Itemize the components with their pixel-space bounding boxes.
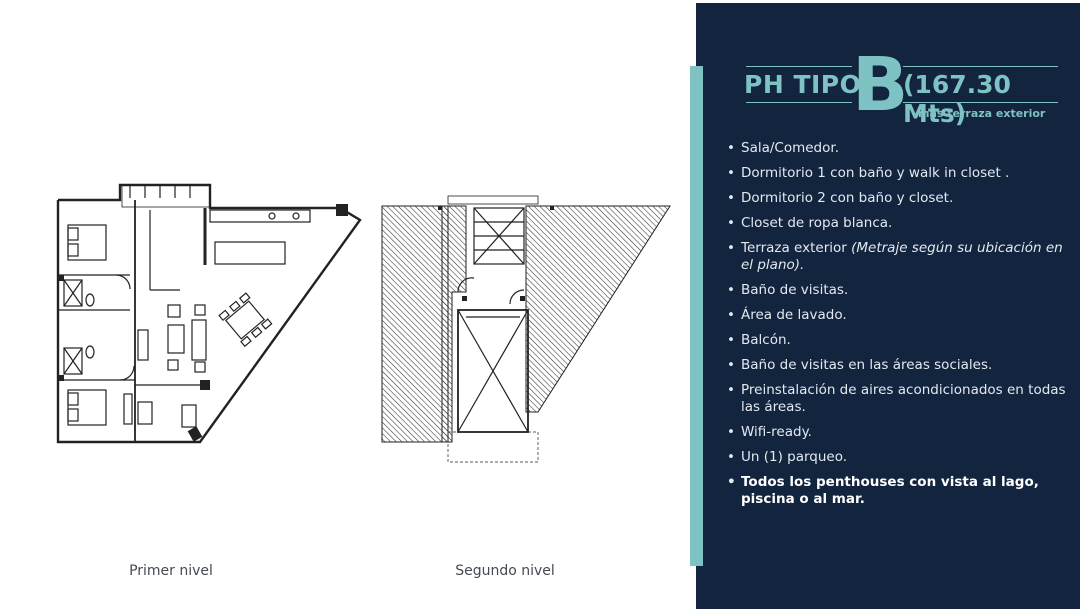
title-rule-mid-right xyxy=(903,102,1058,103)
accent-bar xyxy=(690,66,703,566)
title-rule-mid xyxy=(746,102,852,103)
first-level-plan xyxy=(56,183,362,444)
title-prefix: PH TIPO xyxy=(744,70,862,99)
feature-item: Terraza exterior (Metraje según su ubica… xyxy=(726,240,1066,274)
feature-text: Dormitorio 1 con baño y walk in closet . xyxy=(741,165,1010,181)
info-panel xyxy=(696,3,1080,609)
feature-item: Dormitorio 2 con baño y closet. xyxy=(726,190,1066,207)
title-area: (167.30 Mts) xyxy=(903,70,1011,128)
feature-text: Dormitorio 2 con baño y closet. xyxy=(741,190,954,206)
feature-text: Baño de visitas. xyxy=(741,282,849,298)
feature-item: Dormitorio 1 con baño y walk in closet . xyxy=(726,165,1066,182)
feature-text: Wifi-ready. xyxy=(741,424,812,440)
floorplan-area: Primer nivel Segundo nivel xyxy=(56,183,671,579)
feature-item: Sala/Comedor. xyxy=(726,140,1066,157)
feature-text: Sala/Comedor. xyxy=(741,140,839,156)
features-list: Sala/Comedor. Dormitorio 1 con baño y wal… xyxy=(726,140,1066,516)
feature-text: Baño de visitas en las áreas sociales. xyxy=(741,357,993,373)
feature-item: Preinstalación de aires acondicionados e… xyxy=(726,382,1066,416)
feature-item: Balcón. xyxy=(726,332,1066,349)
feature-text: Preinstalación de aires acondicionados e… xyxy=(741,382,1066,415)
first-level-caption: Primer nivel xyxy=(129,563,213,579)
feature-item: Todos los penthouses con vista al lago, … xyxy=(726,474,1066,508)
feature-text: Un (1) parqueo. xyxy=(741,449,848,465)
title-rule-top-right xyxy=(903,66,1058,67)
title-subtitle: más terraza exterior xyxy=(918,107,1046,120)
feature-item: Baño de visitas en las áreas sociales. xyxy=(726,357,1066,374)
feature-text: Todos los penthouses con vista al lago, … xyxy=(741,474,1039,507)
second-level-plan xyxy=(381,195,671,463)
feature-text: Terraza exterior xyxy=(741,240,852,256)
feature-item: Un (1) parqueo. xyxy=(726,449,1066,466)
feature-item: Wifi-ready. xyxy=(726,424,1066,441)
title-letter: B xyxy=(852,42,909,128)
feature-item: Área de lavado. xyxy=(726,307,1066,324)
feature-text: Closet de ropa blanca. xyxy=(741,215,893,231)
title-rule-top xyxy=(746,66,852,67)
feature-note: (Metraje según su ubicación en el plano)… xyxy=(741,240,1063,273)
feature-item: Baño de visitas. xyxy=(726,282,1066,299)
second-level-caption: Segundo nivel xyxy=(455,563,555,579)
feature-item: Closet de ropa blanca. xyxy=(726,215,1066,232)
feature-text: Balcón. xyxy=(741,332,791,348)
feature-text: Área de lavado. xyxy=(741,307,847,323)
